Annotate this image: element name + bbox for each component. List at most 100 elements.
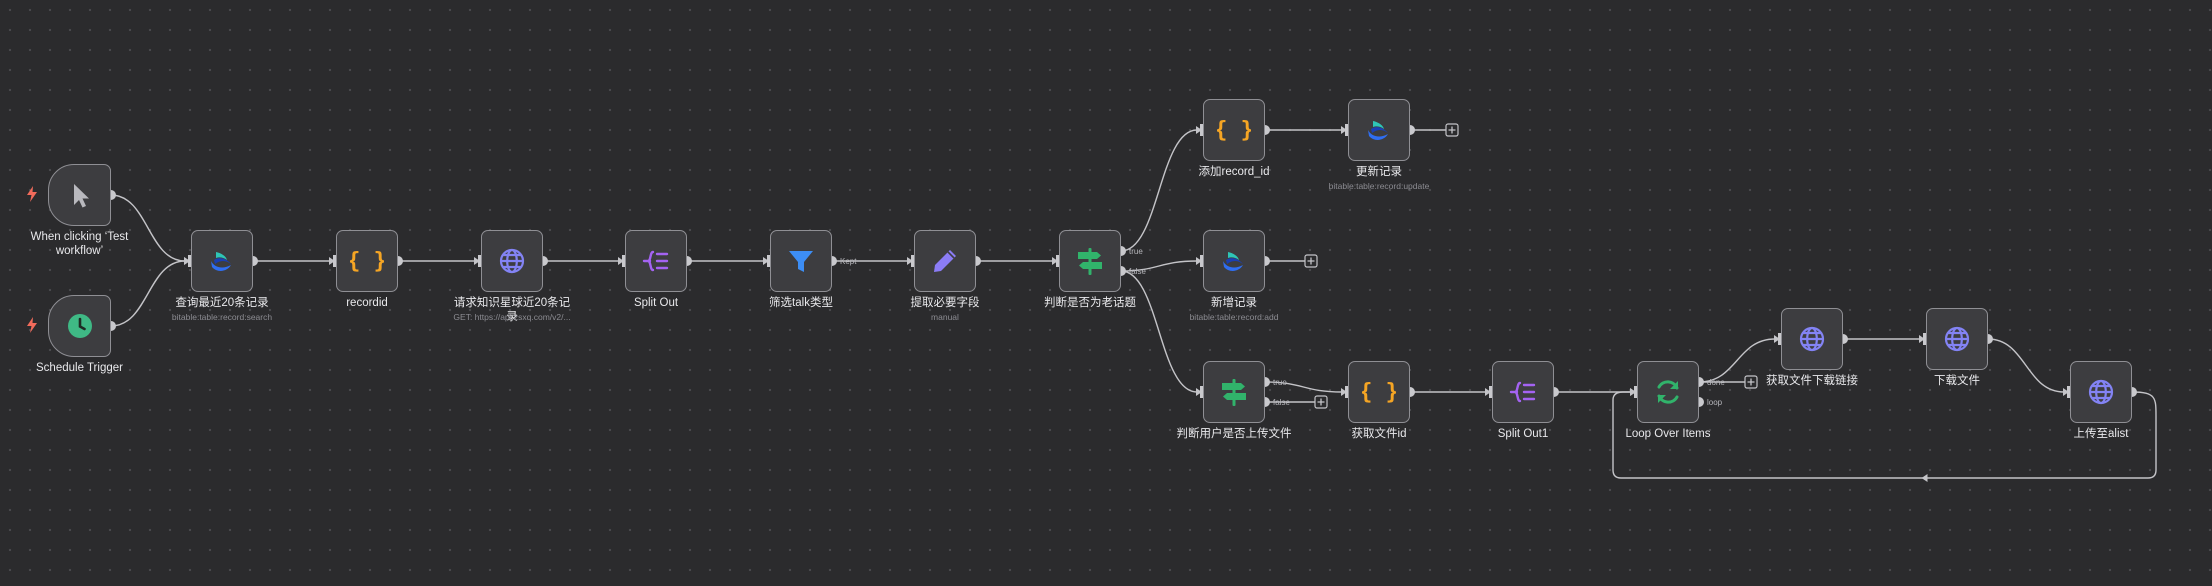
edge-arrowhead [2063,388,2069,396]
node-schedule-trigger[interactable] [48,295,111,357]
node-download-file[interactable] [1926,308,1988,370]
node-subtitle: manual [931,312,959,322]
loop-direction-arrow [1921,474,1928,482]
node-new-record[interactable] [1203,230,1265,292]
node-label: 查询最近20条记录 [175,297,269,309]
input-handle [333,255,336,267]
node-loop-items[interactable] [1637,361,1699,423]
globe-icon [2084,375,2118,409]
lark-icon [1217,244,1251,278]
node-label: 新增记录 [1211,297,1257,309]
node-subtitle: bitable:table:record:update [1328,181,1430,191]
svg-text:{ }: { } [1217,118,1251,143]
input-handle [1634,386,1637,398]
connection-edge [1120,260,1198,272]
input-handle [2067,386,2070,398]
code-braces-icon: { } [1362,375,1396,409]
svg-text:{ }: { } [350,249,384,274]
connection-edge [110,194,186,262]
filter-icon [784,244,818,278]
edge-arrowhead [1196,257,1202,265]
node-request20[interactable] [481,230,543,292]
connection-edge [1987,338,2065,393]
split-icon [639,244,673,278]
trigger-bolt-icon [26,317,38,333]
connection-edge [110,260,186,327]
node-label: When clicking ‘Test workflow’ [30,231,129,257]
plus-icon [1317,398,1325,406]
edge-label: done [1707,378,1725,387]
split-icon [1506,375,1540,409]
edge-label: true [1273,378,1287,387]
edge-arrowhead [1341,126,1347,134]
input-handle [1345,386,1348,398]
edge-label: Kept [840,257,857,266]
connection-edge [1698,338,1776,383]
node-get-file-id[interactable]: { } [1348,361,1410,423]
node-get-download-link[interactable] [1781,308,1843,370]
input-handle [188,255,191,267]
edge-arrowhead [907,257,913,265]
edge-arrowhead [1196,126,1202,134]
edge-arrowhead [763,257,769,265]
node-user-uploaded[interactable] [1203,361,1265,423]
input-handle [1345,124,1348,136]
node-label: recordid [346,297,388,309]
edge-arrowhead [1919,335,1925,343]
node-query20[interactable] [191,230,253,292]
input-handle [911,255,914,267]
clock-icon [63,309,97,343]
input-handle [1923,333,1926,345]
node-split-out1[interactable] [1492,361,1554,423]
node-label: 下载文件 [1934,375,1980,387]
lark-icon [205,244,239,278]
input-handle [478,255,481,267]
node-manual-trigger[interactable] [48,164,111,226]
node-subtitle: bitable:table:record:search [171,312,273,322]
plus-icon [1747,378,1755,386]
input-handle [622,255,625,267]
connection-edge [1264,381,1343,393]
loop-back-edge [1612,391,2157,479]
edge-arrowhead [1052,257,1058,265]
node-subtitle: GET: https://api.zsxq.com/v2/... [453,312,571,322]
input-handle [767,255,770,267]
node-label: 添加record_id [1198,166,1270,178]
node-update-record[interactable] [1348,99,1410,161]
plus-icon [1307,257,1315,265]
edge-arrowhead [1774,335,1780,343]
signpost-icon [1073,244,1107,278]
node-filter-talk[interactable] [770,230,832,292]
node-label: Loop Over Items [1625,428,1711,440]
globe-icon [495,244,529,278]
edge-label: loop [1707,398,1723,407]
node-recordid[interactable]: { } [336,230,398,292]
input-handle [1200,255,1203,267]
edge-arrowhead [1196,388,1202,396]
plus-icon [1448,126,1456,134]
connection-edge [1120,270,1198,393]
globe-icon [1940,322,1974,356]
node-label: Schedule Trigger [36,362,123,374]
node-label: Split Out [633,297,679,309]
edge-arrowhead [474,257,480,265]
trigger-bolt-icon [26,186,38,202]
node-label: Split Out1 [1497,428,1549,440]
edge-arrowhead [1341,388,1347,396]
connection-edge [1120,129,1198,252]
node-label: 判断是否为老话题 [1044,297,1136,309]
node-split-out[interactable] [625,230,687,292]
globe-icon [1795,322,1829,356]
edge-arrowhead [618,257,624,265]
node-extract-fields[interactable] [914,230,976,292]
node-add-record-id[interactable]: { } [1203,99,1265,161]
node-label: 筛选talk类型 [769,297,833,309]
node-upload-alist[interactable] [2070,361,2132,423]
node-label: 提取必要字段 [910,297,980,309]
node-label: 判断用户是否上传文件 [1176,428,1292,440]
edge-arrowhead [1485,388,1491,396]
input-handle [1200,386,1203,398]
node-is-old-topic[interactable] [1059,230,1121,292]
signpost-icon [1217,375,1251,409]
